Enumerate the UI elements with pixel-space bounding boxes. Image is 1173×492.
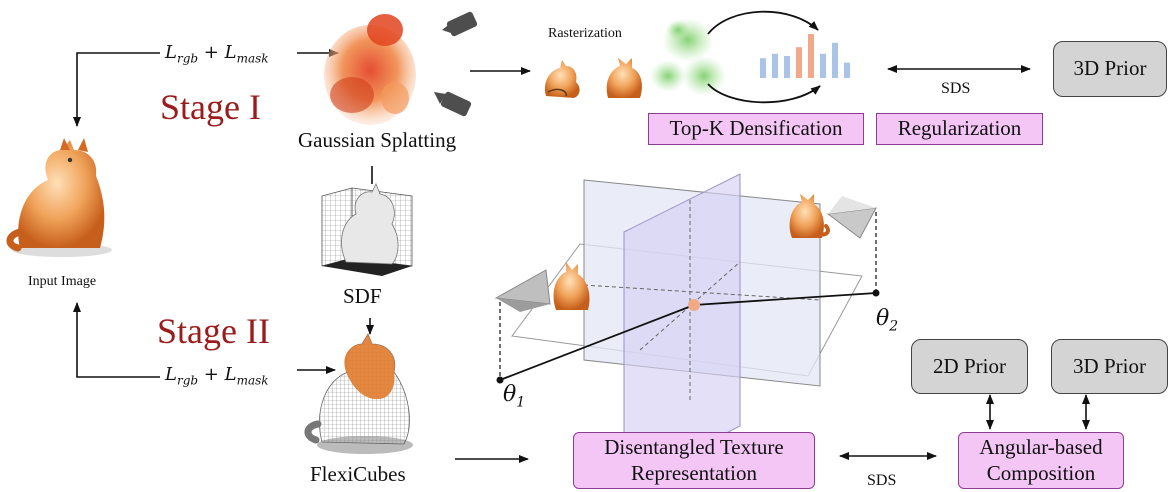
sds-top-label: SDS	[941, 80, 971, 97]
camera-frustum-right	[826, 196, 877, 239]
prior2d-box: 2D Prior	[911, 339, 1028, 394]
histogram-bar	[784, 56, 790, 78]
flexicubes-label: FlexiCubes	[310, 462, 406, 486]
prior3d-bottom-box: 3D Prior	[1051, 339, 1168, 394]
rasterization-label: Rasterization	[548, 26, 622, 41]
densify-arrow-bottom	[707, 83, 821, 104]
view-cat-left	[553, 262, 590, 310]
stage2-loss-connector	[73, 302, 336, 378]
histogram-bar	[844, 62, 850, 78]
prior3d-top-box: 3D Prior	[1053, 41, 1167, 97]
gaussian-splatting-cat	[324, 14, 416, 125]
input-image-label: Input Image	[28, 274, 97, 289]
loss-equation-top: Lrgb + Lmask	[165, 42, 269, 66]
theta1-label: θ1	[503, 382, 526, 411]
sdf-grid-cat	[321, 183, 413, 276]
stage1-label: Stage I	[160, 87, 261, 127]
histogram-bar	[832, 42, 838, 78]
topk-densification-box: Top-K Densification	[648, 113, 864, 145]
gaussian-blobs	[650, 18, 726, 96]
sdf-label: SDF	[343, 284, 382, 308]
histogram-bar-topk	[808, 34, 814, 78]
raster-cat-2	[606, 58, 642, 98]
sds-bottom-label: SDS	[867, 472, 897, 489]
histogram-bar	[760, 58, 766, 78]
regularization-box: Regularization	[876, 113, 1043, 145]
raster-cat-1	[544, 60, 580, 98]
histogram-bar-topk	[796, 47, 802, 78]
camera-icon	[434, 91, 472, 117]
disentangled-texture-box: Disentangled Texture Representation	[573, 432, 815, 489]
histogram-bar	[820, 53, 826, 78]
densify-arrow-top	[707, 10, 819, 35]
input-image-cat	[6, 138, 112, 257]
stage2-label: Stage II	[157, 311, 270, 351]
topk-histogram	[760, 34, 850, 78]
camera-icon	[442, 11, 478, 37]
loss-equation-bottom: Lrgb + Lmask	[165, 364, 269, 388]
flexicubes-cat	[304, 333, 413, 454]
camera-frustum-left	[494, 269, 551, 312]
theta2-label: θ2	[876, 306, 899, 335]
angular-composition-box: Angular-based Composition	[958, 432, 1124, 489]
view-cat-right	[789, 194, 830, 238]
angular-planes	[496, 173, 880, 487]
gaussian-splatting-label: Gaussian Splatting	[298, 128, 457, 152]
histogram-bar	[772, 53, 778, 78]
